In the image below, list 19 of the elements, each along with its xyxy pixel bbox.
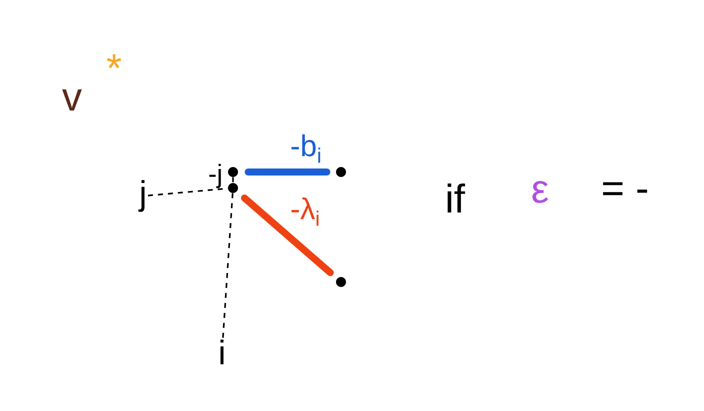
handwritten-label: v — [62, 89, 82, 111]
handwritten-label: if — [448, 184, 466, 212]
connector — [244, 168, 330, 176]
dot — [228, 182, 238, 193]
connector — [222, 193, 234, 339]
connector — [232, 177, 234, 183]
handwritten-label: ε — [532, 181, 548, 203]
node-label: -j — [209, 164, 221, 188]
dot — [336, 276, 346, 287]
edge-label: -b$_{i}$ — [289, 133, 324, 164]
dot — [336, 166, 346, 177]
edge-label: -λ$_{i}$ — [289, 196, 322, 227]
node-label: j — [138, 180, 144, 212]
connector — [240, 194, 334, 276]
dot — [228, 166, 238, 177]
node-label: i — [220, 340, 224, 364]
connector — [148, 188, 228, 196]
handwritten-label: = - — [603, 182, 648, 196]
handwritten-label: * — [106, 54, 122, 68]
